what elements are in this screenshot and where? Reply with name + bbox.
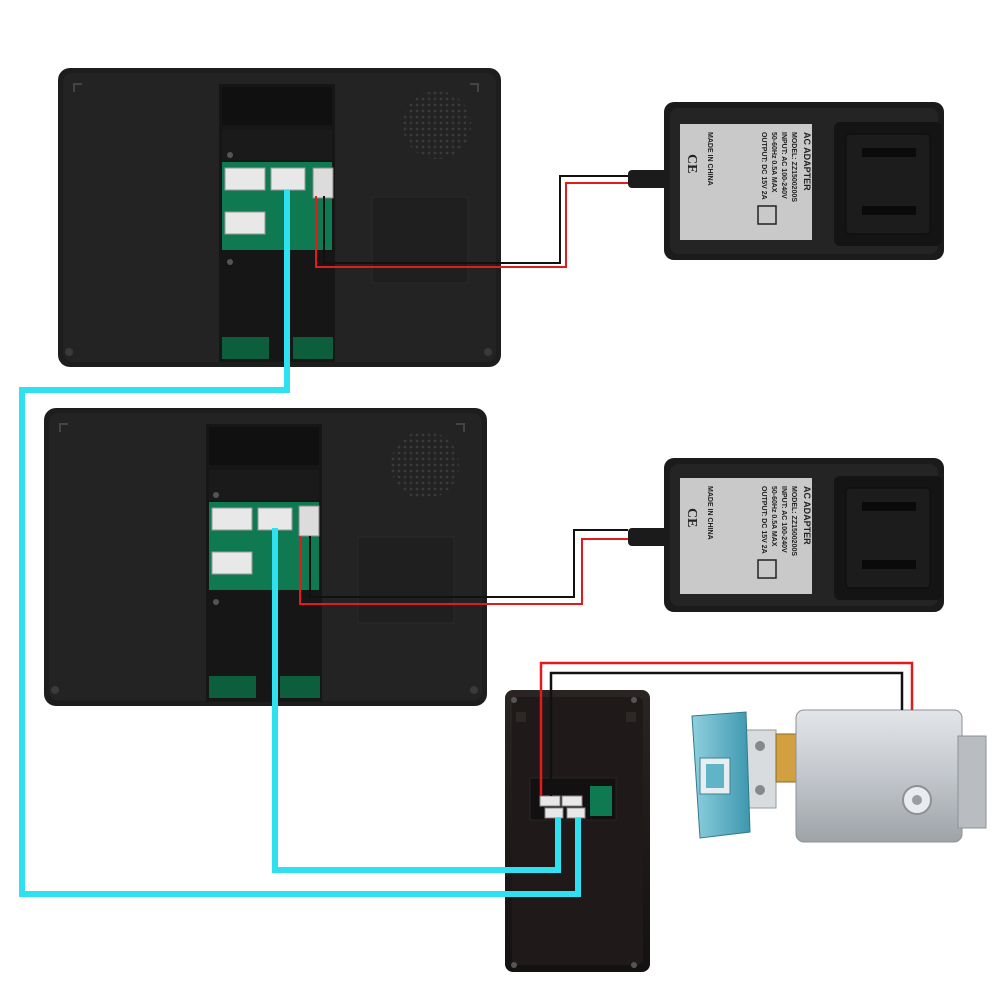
speaker-grille-icon bbox=[403, 91, 471, 159]
indoor-monitor-1 bbox=[58, 68, 501, 367]
speaker-grille-icon bbox=[391, 431, 459, 499]
adapter-label bbox=[680, 124, 812, 240]
power-adapter-1: AC ADAPTER MODEL: ZZ1500200S INPUT: AC 1… bbox=[628, 102, 944, 260]
lock-strike-plate bbox=[691, 711, 777, 839]
ce-mark: CE bbox=[684, 154, 699, 173]
ce-mark: CE bbox=[684, 508, 699, 527]
adapter-label bbox=[680, 478, 812, 594]
adapter-spec-line: MADE IN CHINA bbox=[706, 132, 713, 186]
adapter-spec-line: INPUT: AC 100-240V bbox=[780, 486, 787, 553]
adapter-spec-line: 50-60Hz 0.5A MAX bbox=[770, 486, 777, 547]
adapter-spec-line: OUTPUT: DC 15V 2A bbox=[760, 486, 767, 554]
terminal-connector bbox=[544, 807, 564, 819]
plug-prongs-icon bbox=[862, 148, 916, 215]
power-connector bbox=[312, 167, 334, 199]
plug-prongs-icon bbox=[862, 502, 916, 569]
terminal-connector bbox=[561, 795, 583, 807]
adapter-title: AC ADAPTER bbox=[802, 486, 812, 545]
adapter-spec-line: MADE IN CHINA bbox=[706, 486, 713, 540]
electric-lock bbox=[775, 709, 987, 843]
lock-wire-black bbox=[549, 671, 904, 796]
adapter-spec-line: OUTPUT: DC 15V 2A bbox=[760, 132, 767, 200]
indoor-monitor-2 bbox=[44, 408, 487, 706]
wiring bbox=[19, 175, 914, 897]
adapter-title: AC ADAPTER bbox=[802, 132, 812, 191]
power-connector bbox=[298, 505, 320, 537]
power-wire-red bbox=[299, 536, 628, 605]
power-wire-red bbox=[315, 182, 628, 268]
lock-wire-red bbox=[539, 661, 914, 796]
terminal-connector bbox=[566, 807, 586, 819]
power-wire-black bbox=[323, 175, 628, 264]
terminal-connector bbox=[539, 795, 561, 807]
power-adapter-2: AC ADAPTER MODEL: ZZ1500200S INPUT: AC 1… bbox=[628, 458, 944, 612]
adapter-spec-line: MODEL: ZZ1500200S bbox=[790, 486, 797, 556]
power-wire-black bbox=[309, 529, 628, 598]
video-cable-monitor-2 bbox=[272, 528, 561, 873]
adapter-spec-line: MODEL: ZZ1500200S bbox=[790, 132, 797, 202]
adapter-spec-line: INPUT: AC 100-240V bbox=[780, 132, 787, 199]
video-cable-monitor-1 bbox=[19, 190, 581, 897]
adapter-spec-line: 50-60Hz 0.5A MAX bbox=[770, 132, 777, 193]
